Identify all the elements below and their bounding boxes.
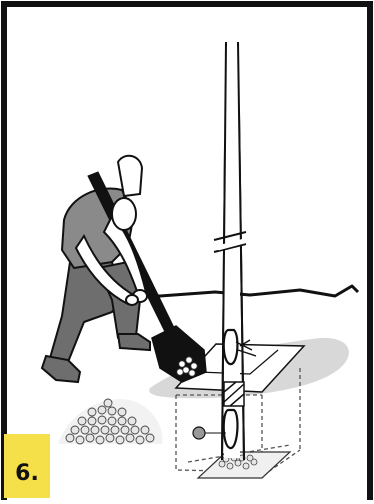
step-number: 6. — [15, 461, 39, 486]
worker-boot-left — [42, 356, 80, 382]
worker-hand-lower — [126, 295, 138, 305]
gravel-pile — [58, 399, 162, 444]
step-badge: 6. — [4, 434, 50, 498]
frame-border — [4, 4, 370, 500]
worker-boot-right — [118, 334, 150, 350]
marker-ball — [193, 427, 205, 439]
worker-head — [112, 198, 136, 230]
